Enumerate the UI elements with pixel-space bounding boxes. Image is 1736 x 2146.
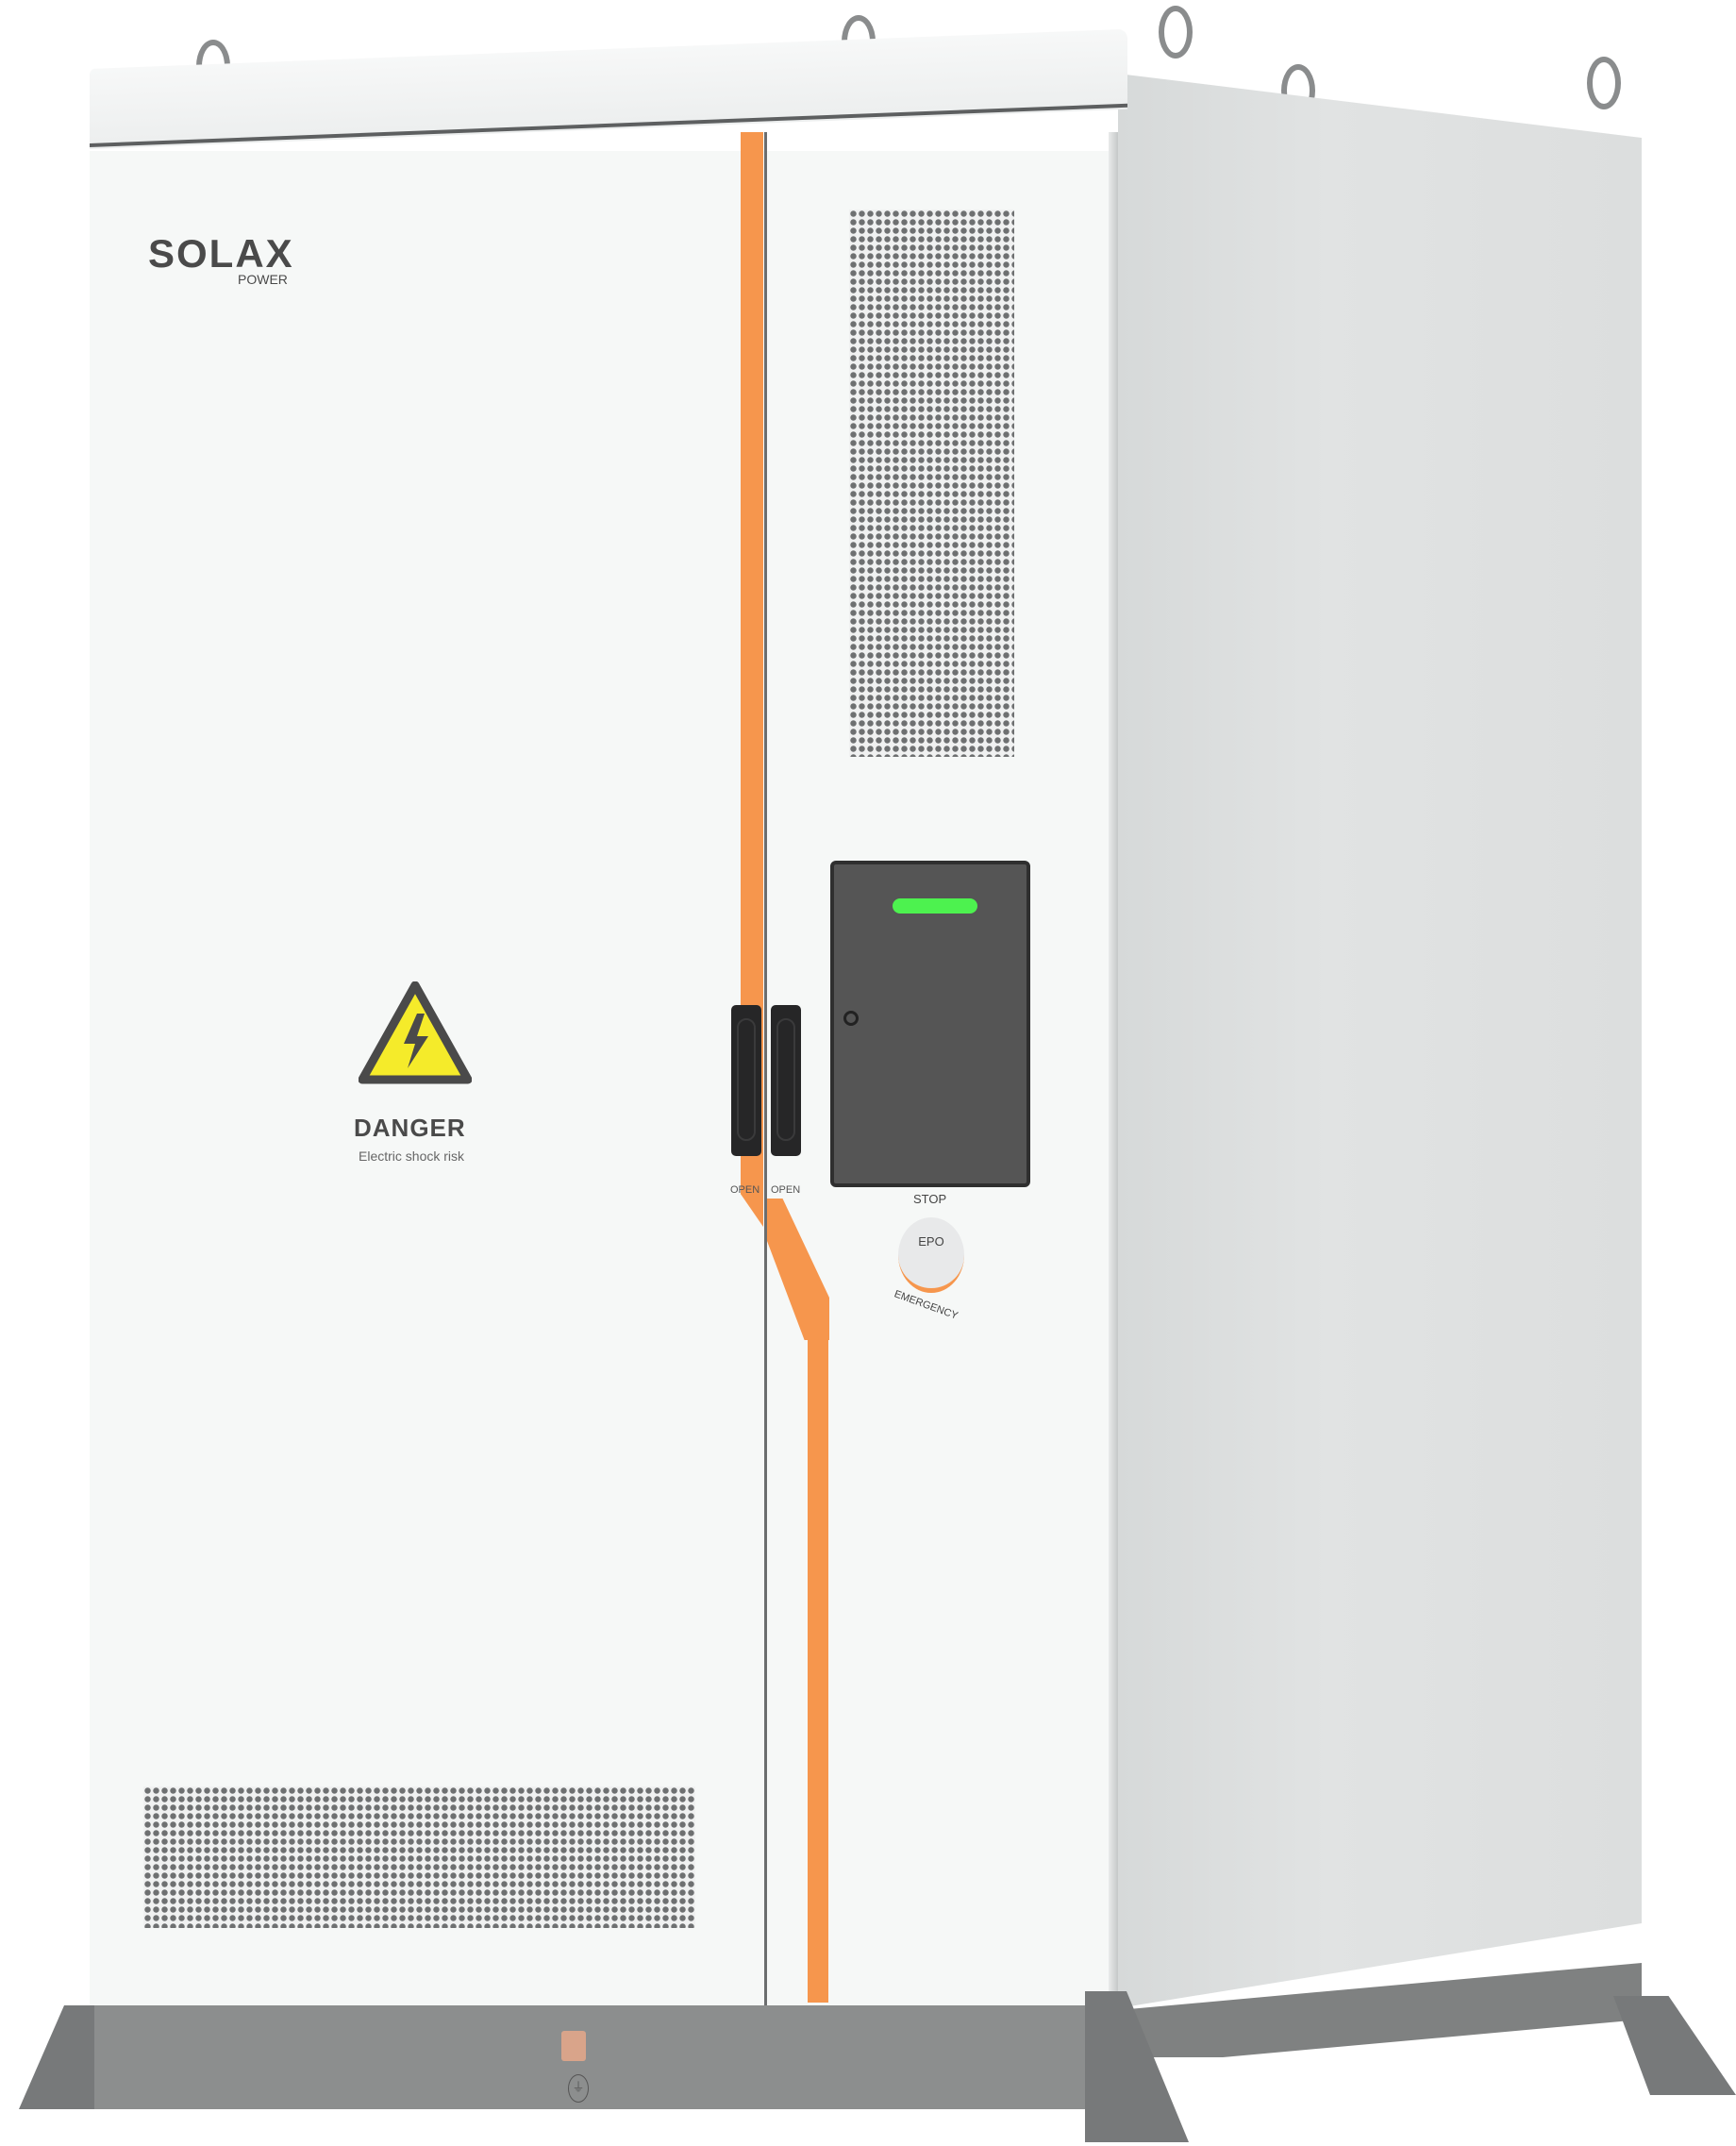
keyhole-icon[interactable] (843, 1011, 859, 1026)
handle-grip (737, 1018, 756, 1141)
cabinet-base-front (90, 2005, 1118, 2109)
handle-grip (776, 1018, 795, 1141)
base-foot-right (1613, 1996, 1736, 2095)
vent-grille-upper (849, 210, 1014, 757)
vent-grille-lower (143, 1786, 695, 1928)
base-foot-left (19, 2005, 94, 2109)
danger-sublabel: Electric shock risk (359, 1148, 465, 1164)
stop-label: STOP (913, 1192, 947, 1206)
cabinet-top-cap (90, 28, 1127, 149)
door-split-line (764, 132, 767, 2005)
ground-symbol-icon: ⏚ (568, 2074, 589, 2103)
brand-logo: SOLAX (148, 231, 294, 276)
lifting-ring (1159, 6, 1193, 59)
grounding-terminal (561, 2031, 586, 2061)
open-label-right: OPEN (771, 1184, 801, 1196)
accent-stripe-right (808, 1331, 828, 2003)
front-edge (1109, 132, 1118, 2010)
cabinet-side-panel (1118, 74, 1642, 2008)
open-label-left: OPEN (730, 1184, 760, 1196)
epo-button[interactable]: EPO (898, 1217, 964, 1293)
lifting-ring (1587, 57, 1621, 109)
door-handle-right[interactable] (771, 1005, 801, 1156)
high-voltage-warning-icon (359, 981, 472, 1084)
status-indicator-light (893, 898, 977, 914)
control-panel-door[interactable] (830, 861, 1030, 1187)
brand-logo-sub: POWER (238, 272, 288, 287)
danger-label: DANGER (354, 1114, 466, 1142)
door-handle-left[interactable] (731, 1005, 761, 1156)
